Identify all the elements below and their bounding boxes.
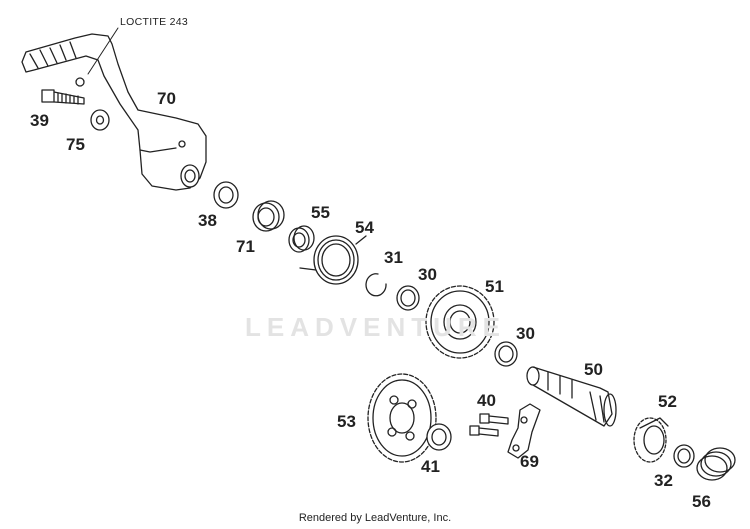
- loctite-note: LOCTITE 243: [120, 16, 189, 28]
- washer-41: [426, 423, 452, 451]
- washer-30-lower: [494, 341, 518, 367]
- watermark: LEADVENTURE: [245, 312, 507, 342]
- washer-30-upper: [396, 285, 420, 311]
- callout-50: 50: [584, 360, 603, 379]
- kick-starter-lever: [21, 33, 207, 191]
- kick-shaft-50: [526, 366, 617, 427]
- circlip-31: [365, 273, 387, 297]
- callout-30-upper: 30: [418, 265, 437, 284]
- kick-gear-51: [425, 285, 495, 359]
- callout-31: 31: [384, 248, 403, 267]
- washer-32: [673, 444, 695, 468]
- callout-40: 40: [477, 391, 496, 410]
- ratchet-spring-56: [696, 447, 736, 481]
- callout-51: 51: [485, 277, 504, 296]
- seal-ring-71: [252, 200, 285, 232]
- bushing-38: [213, 181, 239, 209]
- callout-56: 56: [692, 492, 711, 511]
- callout-52: 52: [658, 392, 677, 411]
- callout-75: 75: [66, 135, 85, 154]
- kick-spring-54: [299, 235, 367, 285]
- bolt-39: [41, 89, 85, 105]
- callout-70: 70: [157, 89, 176, 108]
- callout-39: 39: [30, 111, 49, 130]
- callout-32: 32: [654, 471, 673, 490]
- footer-credit: Rendered by LeadVenture, Inc.: [298, 512, 452, 524]
- intermediate-gear-53: [367, 373, 437, 463]
- callout-71: 71: [236, 237, 255, 256]
- callout-41: 41: [421, 457, 440, 476]
- callout-53: 53: [337, 412, 356, 431]
- callout-69: 69: [520, 452, 539, 471]
- loctite-leader-line: [87, 27, 119, 75]
- callout-38: 38: [198, 211, 217, 230]
- bolts-40: [469, 413, 509, 437]
- loctite-point-marker: [75, 77, 85, 87]
- callout-30-lower: 30: [516, 324, 535, 343]
- callout-54: 54: [355, 218, 374, 237]
- ratchet-plate-69: [507, 403, 541, 459]
- washer-75: [90, 109, 110, 131]
- bushing-55: [288, 225, 315, 253]
- ratchet-52: [633, 417, 669, 463]
- callout-55: 55: [311, 203, 330, 222]
